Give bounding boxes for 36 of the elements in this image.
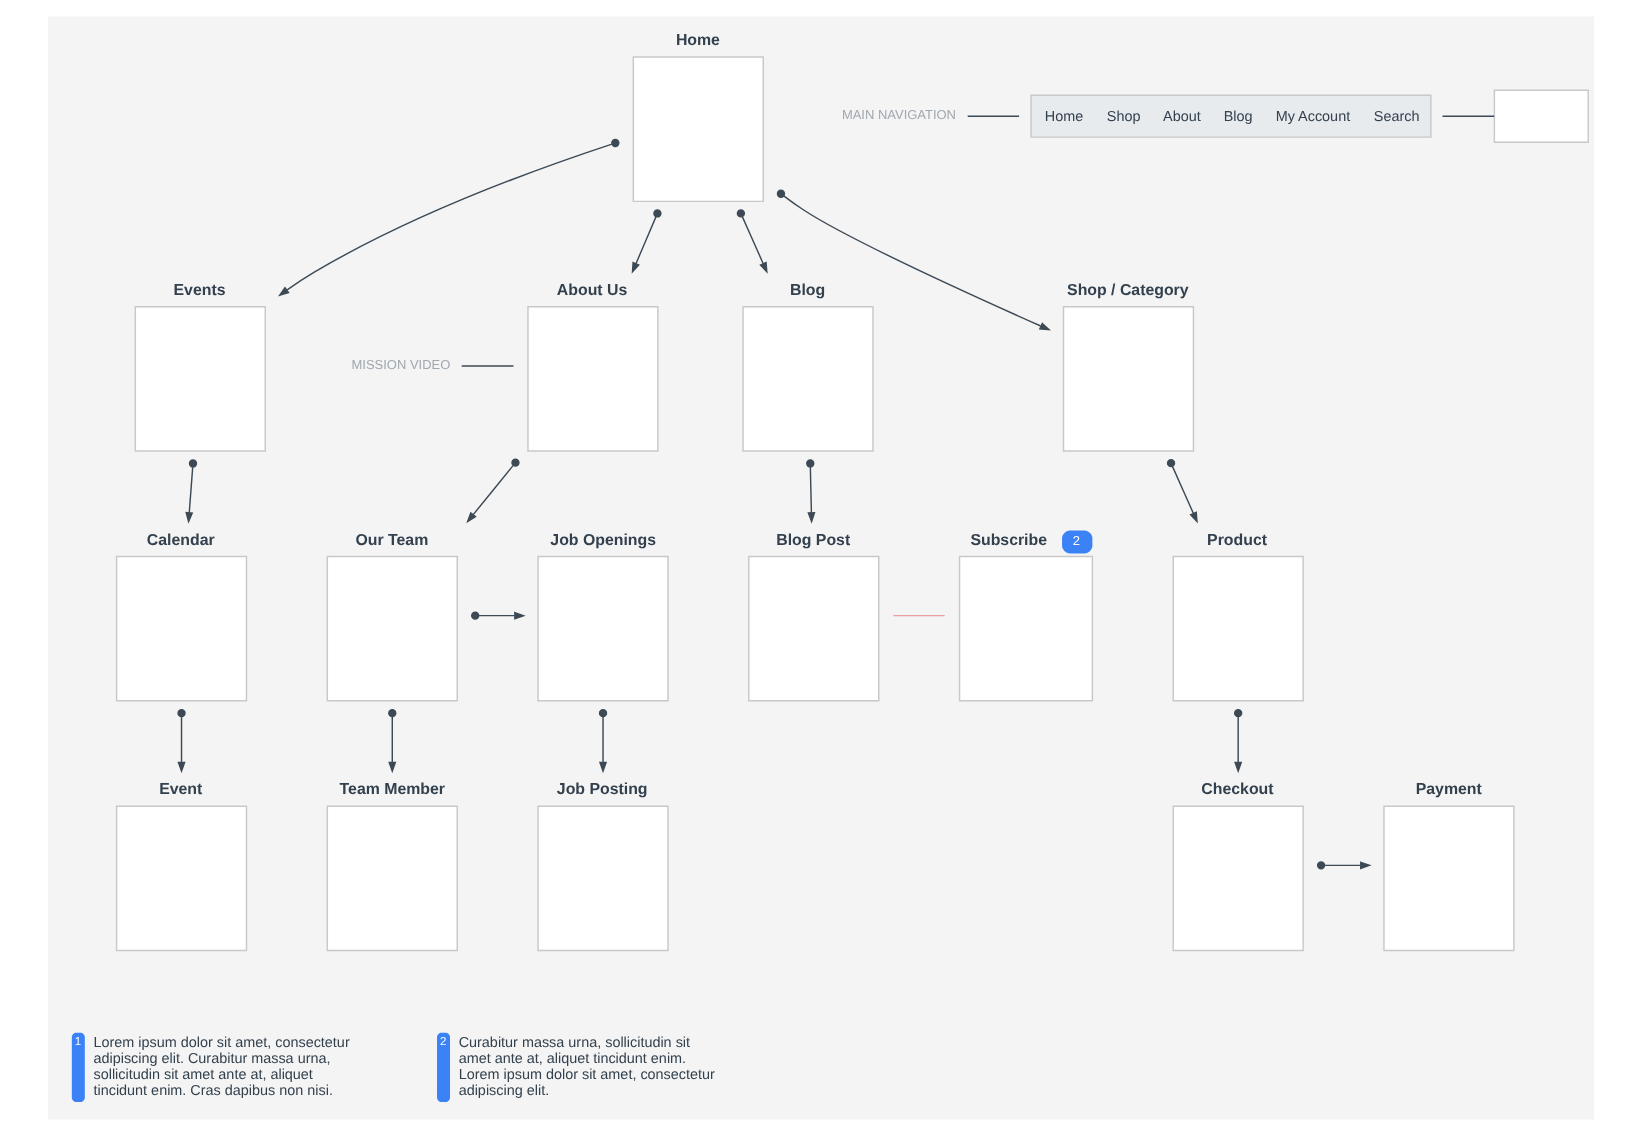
arrow — [1165, 458, 1197, 524]
node-label: Team Member — [338, 780, 444, 799]
node-label: Checkout — [1200, 780, 1273, 799]
connector — [459, 365, 514, 367]
connector — [1440, 115, 1494, 117]
connector — [965, 115, 1019, 117]
arrow — [1233, 709, 1242, 774]
node-label: Events — [172, 280, 225, 299]
connector — [891, 614, 945, 617]
arrow — [597, 709, 607, 774]
node-label: Payment — [1414, 780, 1481, 799]
node-label: Job Posting — [555, 780, 647, 799]
arrow — [470, 611, 525, 620]
node-label: Product — [1206, 530, 1267, 549]
arrow — [805, 459, 815, 524]
arrow — [465, 458, 519, 524]
node-label: About Us — [555, 280, 627, 299]
node-label: Blog — [788, 280, 825, 299]
arrow — [630, 209, 661, 274]
label: Curabitur massa urna, sollicitudin sit amet ante at, aliquet tincidunt enim. Lorem ipsum dolor sit amet, consectetur adipiscing elit. — [457, 1033, 714, 1099]
label: Lorem ipsum dolor sit amet, consectetur adipiscing elit. Curabitur massa urna, sollicitudin sit amet ante at, aliquet tincidunt enim. Cras dapibus non nisi. — [92, 1033, 349, 1099]
node-label: Shop / Category — [1066, 280, 1188, 299]
node-label: Blog Post — [775, 530, 850, 549]
arrow — [184, 459, 197, 524]
node-label: Event — [158, 780, 202, 799]
node-box — [1492, 89, 1588, 143]
arrow — [1315, 861, 1371, 870]
arrow — [775, 189, 1050, 331]
arrow — [276, 138, 619, 297]
arrow — [735, 209, 767, 274]
arrow — [176, 709, 185, 774]
arrow — [387, 709, 396, 774]
node-label: Home — [674, 31, 719, 50]
node-label: Our Team — [354, 530, 428, 549]
node-label: Calendar — [145, 530, 214, 549]
node-label: Job Openings — [549, 530, 655, 549]
